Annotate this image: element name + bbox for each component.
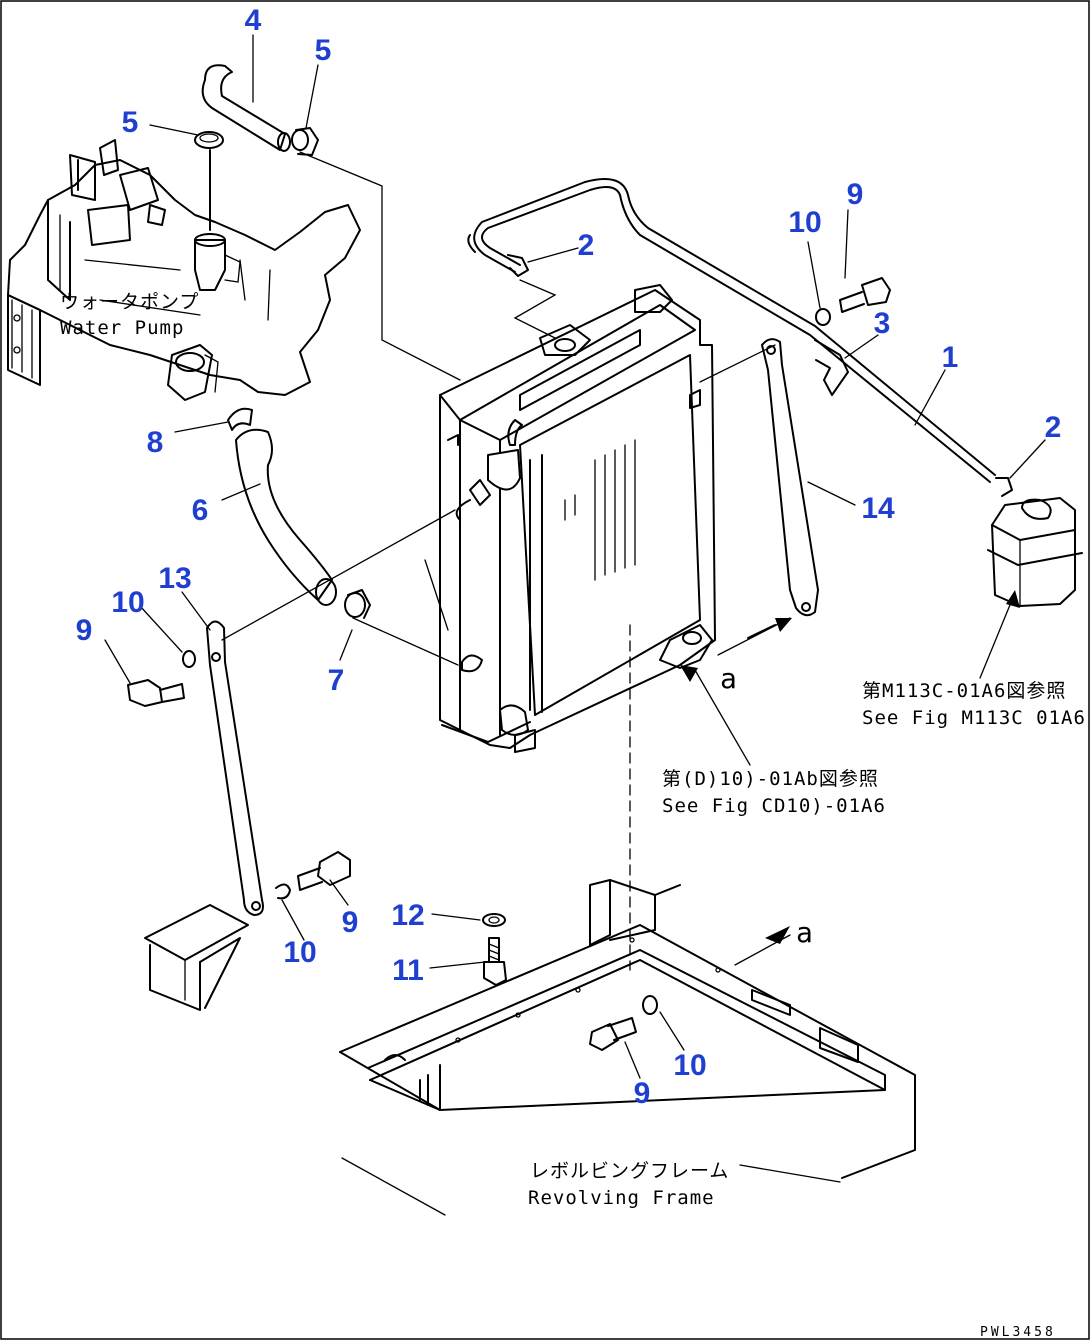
washer-12 bbox=[482, 913, 506, 927]
callout-14: 14 bbox=[861, 492, 895, 525]
revolving-frame-label-jp: レボルビングフレーム bbox=[530, 1160, 729, 1182]
washer-10-left bbox=[182, 650, 196, 668]
callout-leaders bbox=[104, 34, 1046, 1079]
callout-12: 12 bbox=[391, 899, 424, 932]
reserve-tank bbox=[987, 497, 1083, 607]
callout-3: 3 bbox=[874, 307, 891, 340]
bolt-9-frame bbox=[589, 1017, 637, 1051]
callout-10-upper-right: 10 bbox=[788, 206, 821, 239]
callout-13: 13 bbox=[158, 562, 191, 595]
callout-6: 6 bbox=[192, 494, 209, 527]
drawing-reference: PWL3458 bbox=[980, 1325, 1056, 1340]
callout-9-left: 9 bbox=[76, 614, 93, 647]
mount-bracket bbox=[144, 904, 249, 1011]
revolving-frame-label-en: Revolving Frame bbox=[528, 1187, 715, 1209]
callout-1: 1 bbox=[942, 341, 959, 374]
callout-11: 11 bbox=[392, 954, 424, 987]
callout-5-left: 5 bbox=[122, 106, 139, 139]
engine-water-pump bbox=[7, 139, 361, 401]
bracket-3 bbox=[814, 339, 849, 396]
callout-2-right: 2 bbox=[1045, 411, 1062, 444]
radiator-assembly bbox=[439, 284, 716, 753]
clamp-8 bbox=[227, 407, 253, 431]
clamp-7 bbox=[344, 589, 371, 619]
bolt-9-left bbox=[127, 679, 185, 707]
view-arrow-a-lower bbox=[765, 926, 790, 944]
clamp-5-left bbox=[194, 131, 224, 149]
view-a-label-upper: a bbox=[720, 662, 737, 695]
stay-13 bbox=[206, 620, 264, 916]
view-arrow-a-upper bbox=[747, 618, 792, 639]
reference-arrow-m113 bbox=[979, 590, 1020, 679]
bolt-9-upper-right bbox=[839, 277, 891, 313]
hose-6 bbox=[235, 428, 337, 606]
water-pump-label-en: Water Pump bbox=[60, 317, 184, 339]
water-pump-label-jp: ウォータポンプ bbox=[60, 291, 199, 313]
callout-9-upper-right: 9 bbox=[847, 178, 864, 211]
callout-8: 8 bbox=[147, 426, 164, 459]
revolving-frame bbox=[339, 879, 916, 1216]
fig-cd100-label-jp: 第(D)10)-01Ab図参照 bbox=[662, 768, 879, 790]
fig-m113-label-jp: 第M113C-01A6図参照 bbox=[862, 680, 1066, 702]
callout-2-left: 2 bbox=[578, 229, 595, 262]
washer-10-upper-right bbox=[815, 308, 831, 326]
callout-10-left: 10 bbox=[111, 586, 144, 619]
washer-10-frame bbox=[642, 995, 658, 1015]
callout-10-lower: 10 bbox=[283, 936, 316, 969]
washer-10-lower bbox=[275, 883, 291, 900]
hose-4 bbox=[201, 64, 291, 152]
fig-cd100-label-en: See Fig CD10)-01A6 bbox=[662, 795, 886, 817]
callout-9-frame: 9 bbox=[634, 1077, 651, 1110]
bolt-9-lower bbox=[297, 851, 351, 891]
reference-arrow-cd100 bbox=[680, 665, 751, 766]
view-a-label-lower: a bbox=[796, 916, 813, 949]
callout-5-upper: 5 bbox=[315, 34, 332, 67]
stay-14 bbox=[761, 338, 819, 617]
bolt-11 bbox=[483, 937, 507, 986]
callout-9-lower: 9 bbox=[342, 906, 359, 939]
callout-10-frame: 10 bbox=[673, 1049, 706, 1082]
clamp-2-right bbox=[995, 477, 1013, 497]
callout-7: 7 bbox=[328, 664, 345, 697]
clamp-2-left bbox=[507, 254, 529, 277]
callout-4: 4 bbox=[245, 4, 262, 37]
fig-m113-label-en: See Fig M113C 01A6 bbox=[862, 707, 1086, 729]
pipe-1 bbox=[467, 178, 996, 483]
